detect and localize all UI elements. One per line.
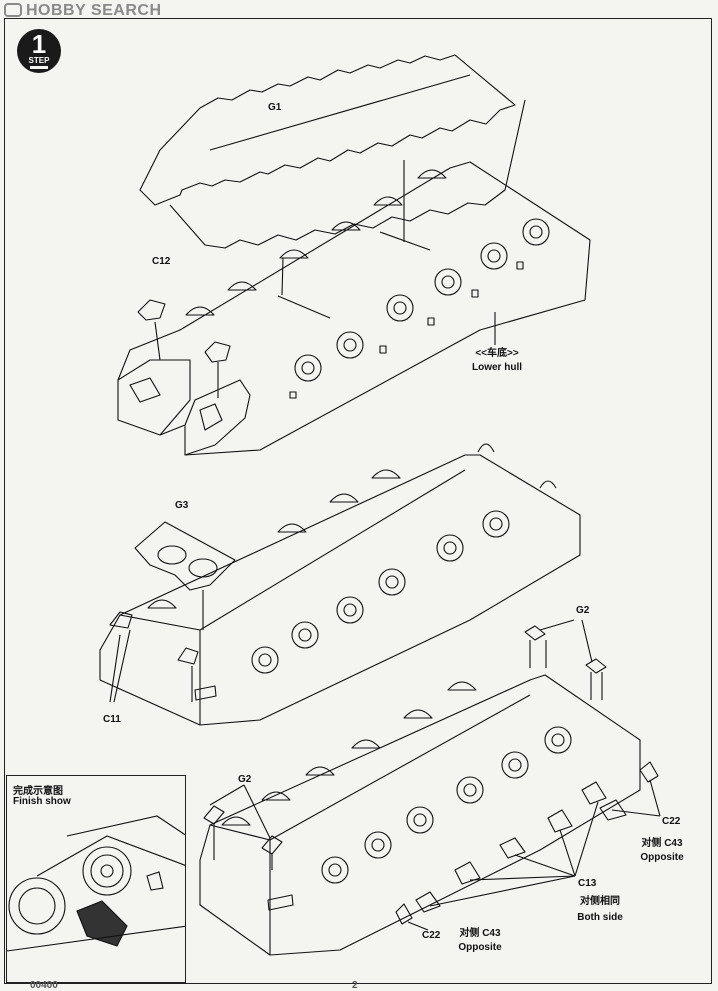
opposite-note-en-right: Opposite (640, 852, 684, 863)
opposite-note-en-bottom: Opposite (458, 942, 502, 953)
page-folio: 2 (352, 980, 358, 991)
part-label-c22-right: C22 (662, 816, 681, 827)
part-label-g3: G3 (175, 500, 189, 511)
part-label-g1: G1 (268, 102, 282, 113)
both-side-note-cn: 对侧相同 (580, 896, 620, 907)
part-label-c11: C11 (103, 714, 121, 725)
step-badge: 1 STEP (16, 28, 62, 74)
inset-title-en: Finish show (13, 796, 71, 807)
page-frame (4, 18, 712, 984)
part-label-c13: C13 (578, 878, 597, 889)
lower-hull-middle-view (99, 443, 581, 726)
lower-hull-upper-view (117, 161, 591, 456)
part-label-c12: C12 (152, 256, 171, 267)
lower-hull-bottom-view (199, 619, 661, 956)
watermark-text: HOBBY SEARCH (26, 2, 162, 19)
page-number: 00400 (30, 980, 58, 991)
part-label-g2-top: G2 (576, 605, 590, 616)
part-label-g2-bottom: G2 (238, 774, 252, 785)
opposite-note-cn-right: 对侧 C43 (641, 838, 683, 849)
lower-hull-label-en: Lower hull (472, 362, 522, 373)
part-label-c22-bottom: C22 (422, 930, 441, 941)
opposite-note-cn-bottom: 对侧 C43 (459, 928, 501, 939)
finish-show-inset: 完成示意图 Finish show (6, 775, 186, 983)
finish-show-drawing (7, 815, 185, 952)
part-g1-plate (139, 54, 526, 296)
watermark-logo-icon (4, 3, 22, 17)
step-label: STEP (28, 56, 50, 65)
lower-hull-label-cn: <<车底>> (475, 348, 519, 359)
step-number: 1 (31, 29, 47, 59)
watermark: HOBBY SEARCH (4, 2, 162, 20)
inset-title-cn: 完成示意图 (13, 786, 63, 797)
step-badge-circle-icon (17, 29, 61, 73)
both-side-note-en: Both side (577, 912, 623, 923)
